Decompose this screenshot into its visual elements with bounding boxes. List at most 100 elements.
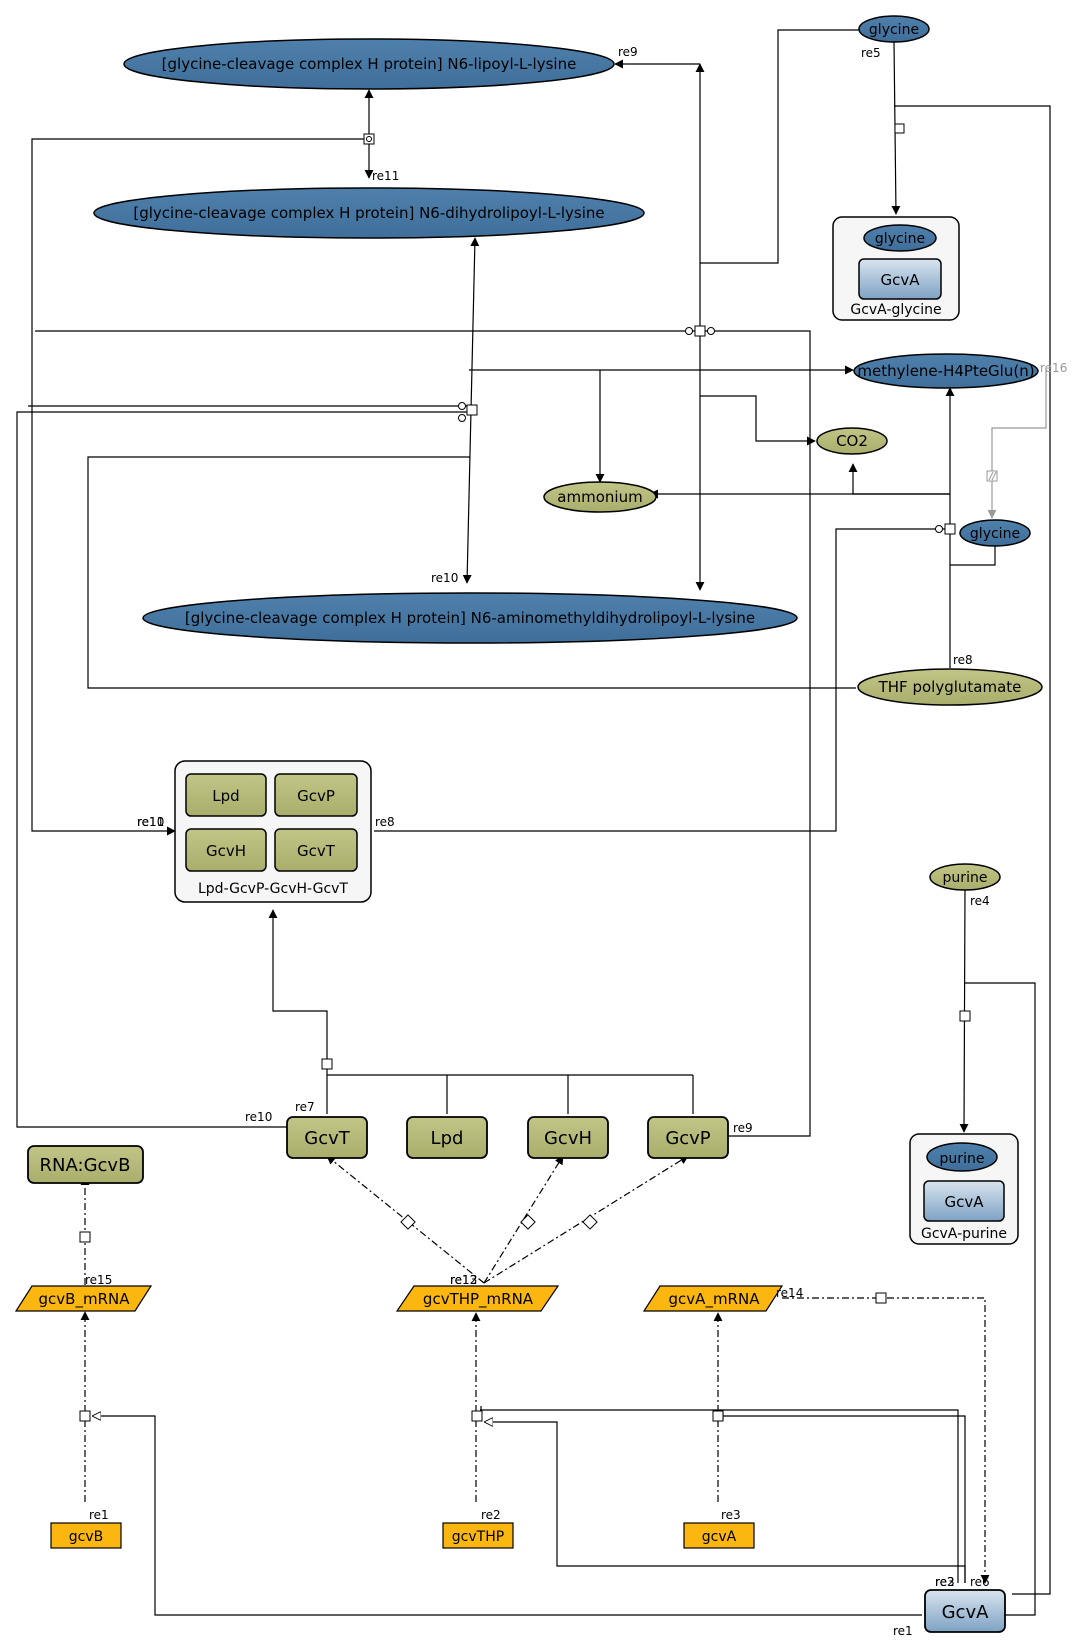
complex-member-lpd [185, 773, 267, 817]
genes [50, 1522, 755, 1549]
co2-label: CO2 [836, 432, 868, 450]
re3-label: re3 [721, 1508, 741, 1522]
molecules [93, 15, 1043, 891]
aminomethyl-label: [glycine-cleavage complex H protein] N6-… [185, 609, 755, 627]
gcvb-gene-node[interactable] [50, 1522, 122, 1549]
lpd-label: Lpd [431, 1128, 464, 1149]
re8-mid-label: re8 [953, 653, 973, 667]
complex-gcva-purine[interactable]: purine GcvA GcvA-purine [909, 1133, 1019, 1245]
gcvb-gene-label: gcvB [69, 1529, 103, 1545]
ammonium-node[interactable] [543, 481, 657, 513]
gcva-node[interactable] [924, 1589, 1006, 1633]
molecule-labels: [glycine-cleavage complex H protein] N6-… [133, 22, 1034, 886]
ammonium-label: ammonium [557, 488, 642, 506]
complex-purine-label: purine [940, 1151, 985, 1167]
re11-label: re11 [372, 169, 399, 183]
re16-marker [986, 470, 998, 482]
complex-member-gcvt [274, 828, 358, 872]
catalysis-circles [366, 136, 943, 533]
complex-member-gcvh [185, 828, 267, 872]
gcvt-node[interactable] [286, 1116, 368, 1159]
glycine-top-node[interactable] [858, 15, 930, 43]
dihydrolipoyl-node[interactable] [93, 187, 645, 239]
gcva-mrna-label: gcvA_mRNA [669, 1290, 761, 1309]
complex-gcva-label: GcvA [880, 271, 920, 289]
gcva-gene-node[interactable] [683, 1522, 755, 1549]
protein-labels: GcvT Lpd GcvH GcvP RNA:GcvB GcvA [40, 1128, 990, 1623]
edges [16, 29, 1051, 1616]
gcvh-label: GcvH [544, 1128, 592, 1149]
re10-overlap-label: re10 [137, 815, 164, 829]
complex-gcva-glycine-label: GcvA-glycine [850, 302, 941, 318]
glycine-mid-label: glycine [970, 526, 1020, 542]
modulation-edges [93, 1406, 966, 1616]
complex-gcva-node [858, 258, 942, 300]
re7-label: re7 [295, 1100, 315, 1114]
complex-gcva-glycine[interactable]: glycine GcvA GcvA-glycine [832, 216, 960, 321]
complex-lpd-gcvp-gcvh-gcvt[interactable]: Lpd GcvP GcvH GcvT Lpd-GcvP-GcvH-GcvT [174, 760, 372, 903]
complex-member-gcvt-label: GcvT [297, 842, 336, 860]
rna-gcvb-label: RNA:GcvB [40, 1155, 131, 1176]
purine-label: purine [943, 870, 988, 886]
gene-labels: gcvB gcvTHP gcvA [69, 1529, 737, 1545]
translation-diamonds [400, 1214, 598, 1230]
gcvthp-mrna-node[interactable] [395, 1285, 560, 1312]
complex-glycine-node [863, 224, 937, 252]
gcvp-node[interactable] [647, 1116, 729, 1159]
process-nodes [79, 123, 971, 1422]
re3-gcva-label: re3 [935, 1575, 955, 1589]
thf-label: THF polyglutamate [878, 678, 1022, 696]
re16-label: re16 [1040, 361, 1067, 375]
re1-gcva-label: re1 [893, 1624, 913, 1638]
gcva-mrna-node[interactable] [642, 1285, 784, 1312]
re6-gcva-label: re6 [970, 1575, 990, 1589]
complex-member-gcvp-label: GcvP [297, 787, 335, 805]
re8-complex-label: re8 [375, 815, 395, 829]
re1-gene-label: re1 [89, 1508, 109, 1522]
gcvb-mrna-label: gcvB_mRNA [39, 1290, 131, 1309]
lpd-node[interactable] [406, 1116, 488, 1159]
re4-label: re4 [970, 894, 990, 908]
re9-bottom-label: re9 [733, 1121, 753, 1135]
gcva-label: GcvA [942, 1602, 989, 1623]
dihydrolipoyl-label: [glycine-cleavage complex H protein] N6-… [133, 204, 604, 222]
glycine-mid-node[interactable] [959, 519, 1031, 547]
reaction-labels: re9 re5 re11 re16 re10 re8 re10 re11 re8… [85, 45, 1067, 1638]
re13-label: re13 [450, 1273, 477, 1287]
re2-label: re2 [481, 1508, 501, 1522]
re14-label: re14 [776, 1286, 803, 1300]
thf-node[interactable] [857, 668, 1043, 706]
complex-purine-node [926, 1142, 998, 1172]
glycine-top-label: glycine [869, 22, 919, 38]
gcvb-mrna-node[interactable] [14, 1285, 153, 1312]
re12-label: re12 [450, 1273, 477, 1287]
co2-node[interactable] [816, 427, 888, 455]
re15-label: re15 [85, 1273, 112, 1287]
complex-gcva-purine-label: GcvA-purine [921, 1226, 1007, 1242]
re10-mid-label: re10 [431, 571, 458, 585]
dashed-edges [80, 1155, 990, 1584]
gcvthp-mrna-label: gcvTHP_mRNA [423, 1290, 534, 1309]
rna-gcvb-node[interactable] [27, 1145, 144, 1184]
lipoyl-label: [glycine-cleavage complex H protein] N6-… [162, 55, 577, 73]
complex-glycine-label: glycine [875, 231, 925, 247]
purine-node[interactable] [929, 863, 1001, 891]
re9-top-label: re9 [618, 45, 638, 59]
complex-member-lpd-label: Lpd [212, 787, 239, 805]
gcvthp-gene-label: gcvTHP [452, 1529, 504, 1545]
gcvh-node[interactable] [527, 1116, 609, 1159]
re5-label: re5 [861, 46, 881, 60]
complex-member-gcvh-label: GcvH [206, 842, 246, 860]
re11-overlap-label: re11 [137, 815, 164, 829]
lipoyl-node[interactable] [123, 38, 615, 90]
complex-lpd-label: Lpd-GcvP-GcvH-GcvT [198, 881, 348, 897]
gcvt-label: GcvT [304, 1128, 350, 1149]
aminomethyl-node[interactable] [142, 592, 798, 644]
complex-purine-gcva-node [923, 1180, 1005, 1222]
mrna-labels: gcvB_mRNA gcvTHP_mRNA gcvA_mRNA [39, 1290, 761, 1309]
methylene-node[interactable] [853, 353, 1039, 389]
gcvthp-gene-node[interactable] [442, 1522, 514, 1549]
mrnas [14, 1285, 784, 1312]
re10-bottom-label: re10 [245, 1110, 272, 1124]
